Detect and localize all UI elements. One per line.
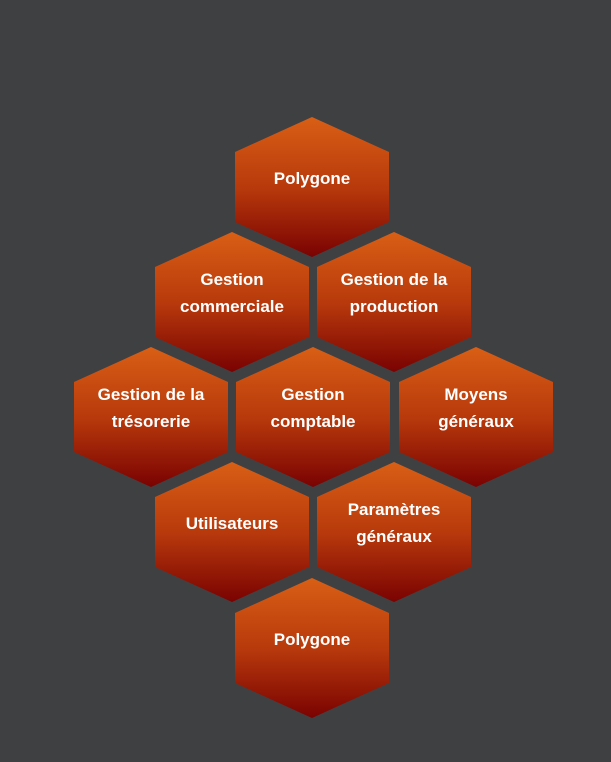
hex-tile-gestion-tresorerie[interactable]: Gestion de la trésorerie xyxy=(74,347,228,487)
hex-tile-gestion-commerciale[interactable]: Gestion commerciale xyxy=(155,232,309,372)
hex-tile-gestion-production[interactable]: Gestion de la production xyxy=(317,232,471,372)
hex-tile-gestion-comptable[interactable]: Gestion comptable xyxy=(236,347,390,487)
hex-tile-label: Moyens généraux xyxy=(438,385,514,431)
hex-tile-label: Gestion de la production xyxy=(340,270,448,316)
hex-tile-label: Polygone xyxy=(273,168,351,188)
hex-tile-label: Paramètres généraux xyxy=(347,500,441,546)
hex-tile-label: Gestion de la trésorerie xyxy=(97,385,205,431)
hex-tile-label: Polygone xyxy=(273,629,351,649)
hex-tile-label: Gestion comptable xyxy=(270,385,356,431)
hex-tile-moyens-generaux[interactable]: Moyens généraux xyxy=(399,347,553,487)
hex-tile-parametres-generaux[interactable]: Paramètres généraux xyxy=(317,462,471,602)
hex-tile-label: Utilisateurs xyxy=(185,513,279,533)
hex-tile-polygone-top[interactable]: Polygone xyxy=(235,117,389,257)
hex-tile-label: Gestion commerciale xyxy=(180,270,284,316)
hex-tile-utilisateurs[interactable]: Utilisateurs xyxy=(155,462,309,602)
hex-tile-polygone-bottom[interactable]: Polygone xyxy=(235,578,389,718)
